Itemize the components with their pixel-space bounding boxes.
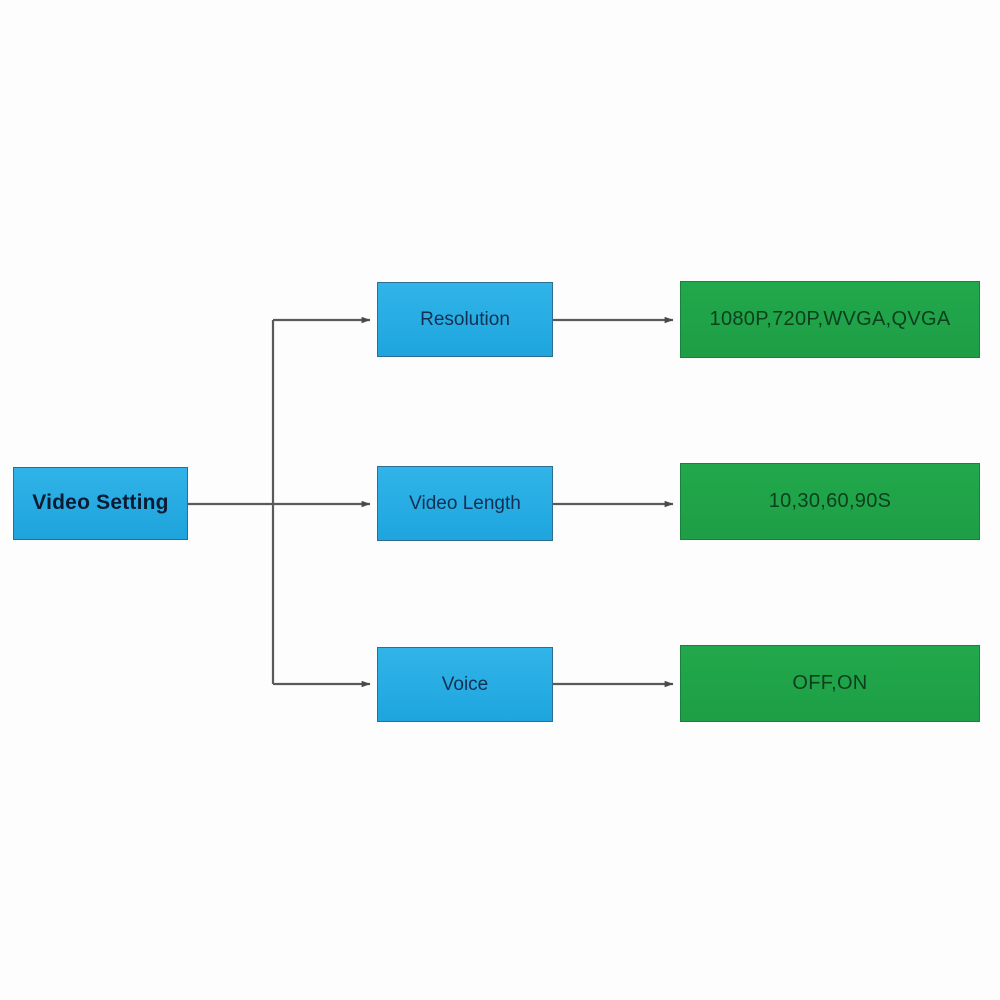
node-voice[interactable]: Voice [377,647,553,722]
node-resolution-label: Resolution [420,308,510,330]
node-resolution-values[interactable]: 1080P,720P,WVGA,QVGA [680,281,980,358]
node-resolution[interactable]: Resolution [377,282,553,357]
node-video-setting[interactable]: Video Setting [13,467,188,540]
node-video-length-values-label: 10,30,60,90S [768,490,892,512]
node-video-setting-label: Video Setting [32,491,169,515]
node-voice-values[interactable]: OFF,ON [680,645,980,722]
node-voice-values-label: OFF,ON [792,672,868,694]
node-video-length[interactable]: Video Length [377,466,553,541]
node-voice-label: Voice [441,673,489,695]
node-video-length-label: Video Length [409,492,521,514]
node-resolution-values-label: 1080P,720P,WVGA,QVGA [709,308,951,330]
node-video-length-values[interactable]: 10,30,60,90S [680,463,980,540]
